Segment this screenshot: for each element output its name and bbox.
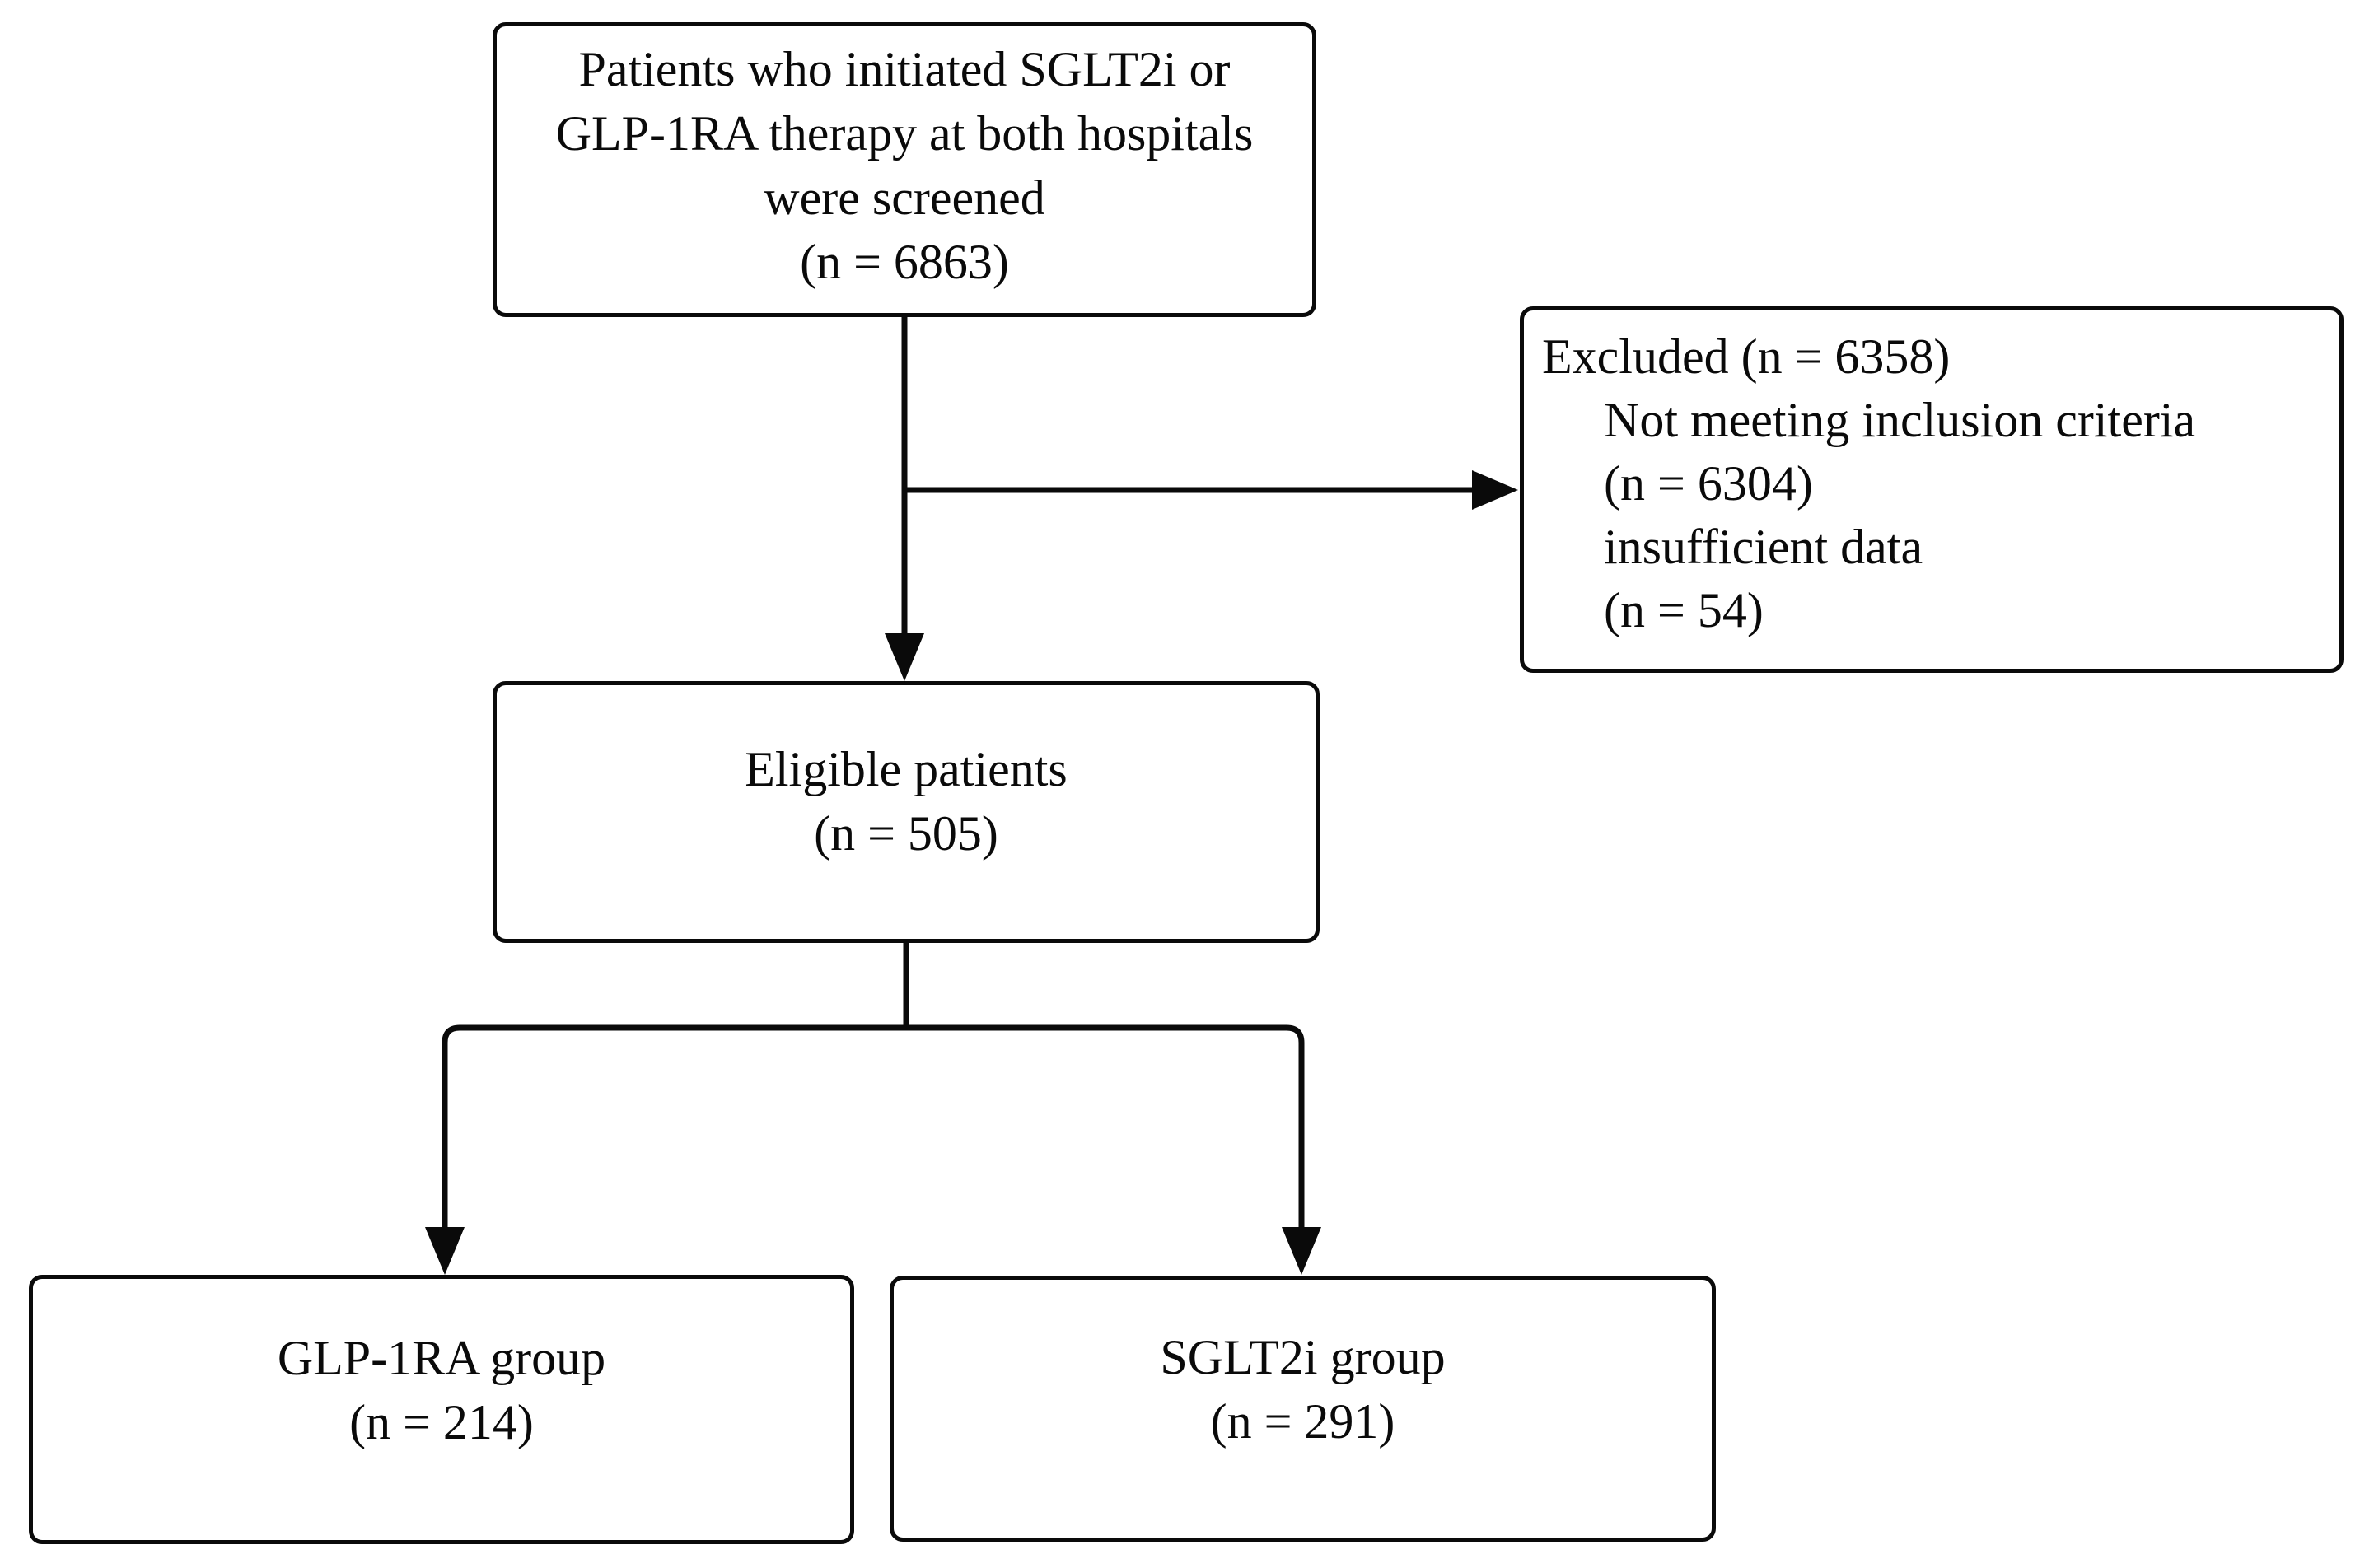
sglt2i-group-box: SGLT2i group (n = 291)	[890, 1276, 1716, 1542]
screened-patients-box: Patients who initiated SGLT2i or GLP-1RA…	[493, 22, 1316, 317]
sglt2i-group-label: SGLT2i group	[1160, 1329, 1446, 1384]
split-branches	[442, 1024, 1305, 1230]
screened-line: GLP-1RA therapy at both hospitals	[555, 106, 1254, 161]
excluded-title: Excluded (n = 6358)	[1542, 329, 1951, 384]
glp1ra-group-count: (n = 214)	[349, 1394, 534, 1449]
arrowhead-into-sglt2i	[1282, 1227, 1321, 1275]
eligible-patients-box: Eligible patients (n = 505)	[493, 681, 1320, 943]
eligible-line: Eligible patients	[745, 742, 1068, 796]
screened-line: were screened	[764, 170, 1045, 225]
arrowhead-into-excluded	[1472, 470, 1518, 510]
excluded-reason-count: (n = 54)	[1604, 583, 1764, 637]
arrowhead-into-eligible	[885, 633, 924, 681]
arrowhead-into-glp1ra	[425, 1227, 465, 1275]
sglt2i-group-count: (n = 291)	[1210, 1393, 1395, 1449]
excluded-reason: Not meeting inclusion criteria	[1604, 393, 2196, 447]
screened-count: (n = 6863)	[800, 235, 1009, 289]
excluded-reason: insufficient data	[1604, 520, 1923, 574]
glp1ra-group-box: GLP-1RA group (n = 214)	[29, 1275, 854, 1544]
glp1ra-group-label: GLP-1RA group	[277, 1330, 606, 1385]
eligible-count: (n = 505)	[814, 806, 998, 861]
excluded-reason-count: (n = 6304)	[1604, 456, 1813, 511]
excluded-patients-box: Excluded (n = 6358) Not meeting inclusio…	[1520, 306, 2344, 673]
screened-line: Patients who initiated SGLT2i or	[578, 42, 1231, 96]
